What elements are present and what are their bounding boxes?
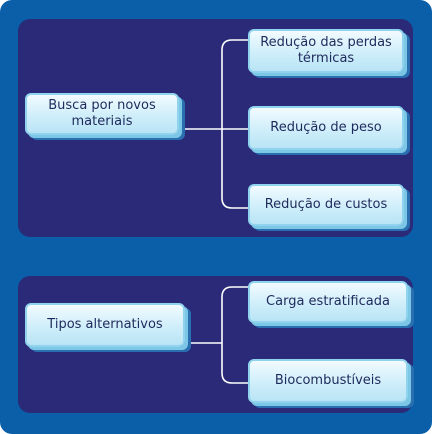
node-root-materials: Busca por novos materiais [25,93,179,135]
node-child-cost-label: Redução de custos [264,197,388,212]
node-child-weight-label: Redução de peso [270,120,382,135]
node-child-thermal-label: Redução das perdas térmicas [260,35,392,66]
connector-trunk-2 [221,286,250,384]
node-child-stratified: Carga estratificada [248,281,408,323]
node-root-alternatives: Tipos alternativos [25,303,185,347]
node-child-biofuels-label: Biocombustíveis [274,373,382,388]
node-child-biofuels: Biocombustíveis [248,359,408,403]
node-root-alternatives-label: Tipos alternativos [47,317,163,332]
node-root-materials-label: Busca por novos materiais [48,98,156,129]
node-child-thermal: Redução das perdas térmicas [248,29,404,73]
connector-trunk-1 [221,39,250,209]
node-child-cost: Redução de custos [248,184,404,226]
node-child-stratified-label: Carga estratificada [266,294,390,309]
node-child-weight: Redução de peso [248,106,404,150]
